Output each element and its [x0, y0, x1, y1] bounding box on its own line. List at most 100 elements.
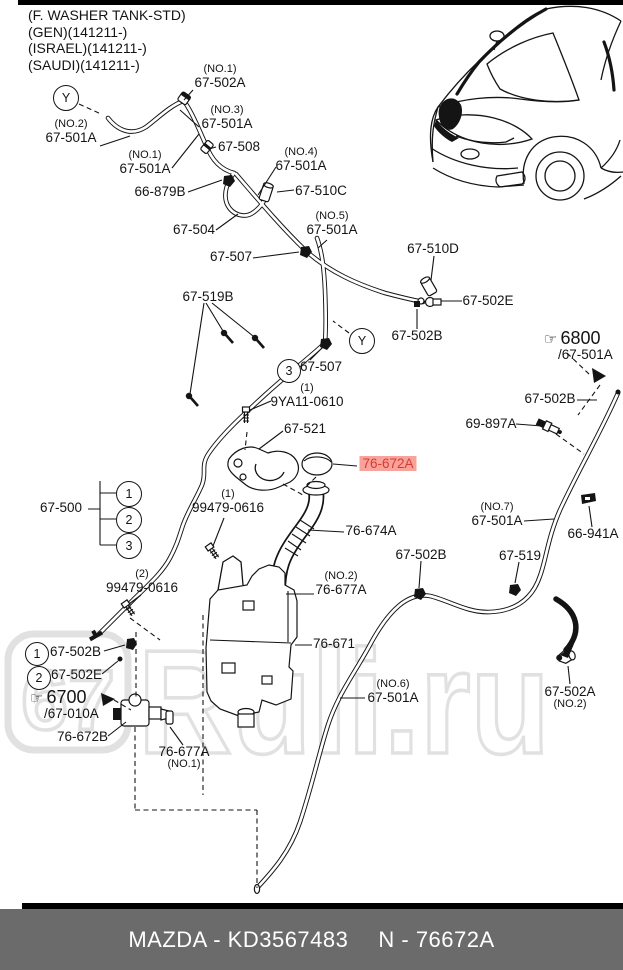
- part-code: 76-671: [312, 636, 356, 651]
- clip-67-502b-left: [126, 638, 137, 650]
- part-code: 6800: [560, 328, 601, 348]
- part-subcode: /67-501A: [558, 347, 613, 363]
- callout-badge-3: 3: [277, 359, 301, 383]
- small-parts: [101, 91, 606, 706]
- footer-black-bar: [22, 903, 623, 909]
- part-qty-note: (NO.2): [54, 118, 88, 130]
- part-label-76-671: 76-671: [312, 636, 356, 651]
- part-label-67-510c: 67-510C: [295, 183, 347, 198]
- part-label-67-501a: (NO.2)67-501A: [45, 118, 97, 145]
- part-label-76-677a: 76-677A(NO.1): [158, 744, 210, 771]
- header-line: (GEN)(141211-): [28, 23, 128, 40]
- part-label-67-501a: (NO.7)67-501A: [471, 501, 522, 528]
- part-code: 67-502E: [51, 667, 103, 682]
- part-label-67-510d: 67-510D: [407, 241, 459, 256]
- part-label-76-677a: (NO.2)76-677A: [315, 570, 366, 597]
- part-label-66-941a: 66-941A: [567, 526, 619, 541]
- part-code: 99479-0616: [191, 499, 265, 515]
- arrow-6800: [592, 368, 606, 383]
- part-label-67-508: 67-508: [217, 139, 261, 154]
- part-label-67-519: 67-519: [498, 548, 542, 563]
- cap-76-672a: [301, 452, 333, 476]
- part-subcode: /67-010A: [44, 706, 99, 722]
- callout-badge-y: Y: [53, 85, 79, 111]
- part-code: 76-672B: [57, 729, 109, 744]
- part-label-67-507: 67-507: [300, 359, 342, 374]
- part-code: 67-508: [217, 139, 261, 154]
- car-illustration: [429, 5, 623, 201]
- part-label-67-501a: (NO.3)67-501A: [201, 104, 253, 131]
- part-label-66-879b: 66-879B: [134, 184, 185, 199]
- part-label-67-502a: (NO.1)67-502A: [194, 63, 246, 90]
- arrow-6700: [101, 693, 115, 706]
- dashed-lines: [78, 103, 601, 888]
- part-qty-note: (NO.1): [203, 63, 237, 75]
- part-label-6700: ☞6700/67-010A: [30, 687, 99, 722]
- part-code: 76-674A: [345, 523, 397, 538]
- part-code: 67-502B: [524, 391, 576, 406]
- part-code: 67-501A: [306, 221, 358, 237]
- part-code: 67-521: [283, 421, 327, 436]
- part-label-67-502e: 67-502E: [51, 667, 103, 682]
- hose-lineart: [96, 98, 621, 895]
- part-code: 67-502A: [544, 684, 596, 699]
- part-code: 67-519B: [182, 289, 234, 304]
- part-label-67-519b: 67-519B: [182, 289, 234, 304]
- part-qty-note: (NO.3): [210, 104, 244, 116]
- part-code: 67-510C: [295, 183, 347, 198]
- part-label-67-501a: (NO.6)67-501A: [367, 678, 419, 705]
- part-qty-note: (NO.1): [167, 758, 201, 771]
- watermark-text: Ruli.ru: [138, 620, 550, 785]
- part-label-67-502a: 67-502A(NO.2): [544, 684, 596, 711]
- part-code: 6700: [46, 687, 87, 707]
- callout-badge-2: 2: [27, 666, 51, 690]
- header-line: (ISRAEL)(141211-): [28, 40, 147, 56]
- part-label-76-672b: 76-672B: [57, 729, 109, 744]
- callout-badge-3: 3: [116, 533, 142, 559]
- part-code: 67-501A: [119, 160, 171, 176]
- part-code: 76-677A: [158, 744, 210, 759]
- header-line: (F. WASHER TANK-STD): [28, 7, 186, 23]
- part-label-67-521: 67-521: [283, 421, 327, 436]
- callout-badge-1: 1: [25, 642, 49, 666]
- part-qty-note: (1): [221, 488, 235, 500]
- part-label-67-502e: 67-502E: [462, 293, 514, 308]
- part-qty-note: (NO.2): [324, 570, 358, 582]
- part-code: 67-502A: [194, 74, 246, 90]
- part-code: 69-897A: [465, 416, 517, 431]
- part-code: 76-672A: [359, 456, 417, 471]
- part-label-67-501a: (NO.4)67-501A: [275, 146, 327, 173]
- part-code: 67-501A: [201, 115, 253, 131]
- footer-part-number: N - 76672A: [378, 926, 495, 952]
- part-code: 67-501A: [275, 157, 327, 173]
- part-label-9ya11-0610: (1)9YA11-0610: [270, 382, 344, 409]
- part-label-76-672a[interactable]: 76-672A: [359, 456, 417, 471]
- part-label-67-502b: 67-502B: [391, 328, 443, 343]
- tank-76-671: [205, 555, 298, 728]
- grommet-76-677a: [165, 710, 174, 725]
- part-qty-note: (NO.1): [128, 149, 162, 161]
- top-black-bar: [18, 0, 623, 5]
- joint-67-502e-left: [117, 656, 123, 662]
- part-code: 67-519: [498, 548, 542, 563]
- leader-lines: [88, 89, 597, 746]
- part-code: 67-510D: [407, 241, 459, 256]
- part-code: 67-502B: [391, 328, 443, 343]
- see-group-hand-icon: ☞: [30, 689, 44, 707]
- part-label-76-674a: 76-674A: [345, 523, 397, 538]
- part-code: 67-501A: [367, 689, 419, 705]
- part-code: 9YA11-0610: [270, 393, 344, 409]
- part-code: 67-504: [172, 222, 216, 237]
- watermark-logo-frame: [4, 630, 132, 754]
- part-label-67-502b: 67-502B: [395, 547, 446, 562]
- part-code: 66-941A: [567, 526, 619, 541]
- part-label-67-502b: 67-502B: [524, 391, 576, 406]
- part-code: 67-500: [39, 500, 83, 515]
- bolts: [185, 329, 265, 407]
- part-code: 67-501A: [45, 129, 97, 145]
- pump-76-672b: [113, 693, 174, 727]
- direction-swoosh: [553, 596, 579, 653]
- part-code: 67-502E: [462, 293, 514, 308]
